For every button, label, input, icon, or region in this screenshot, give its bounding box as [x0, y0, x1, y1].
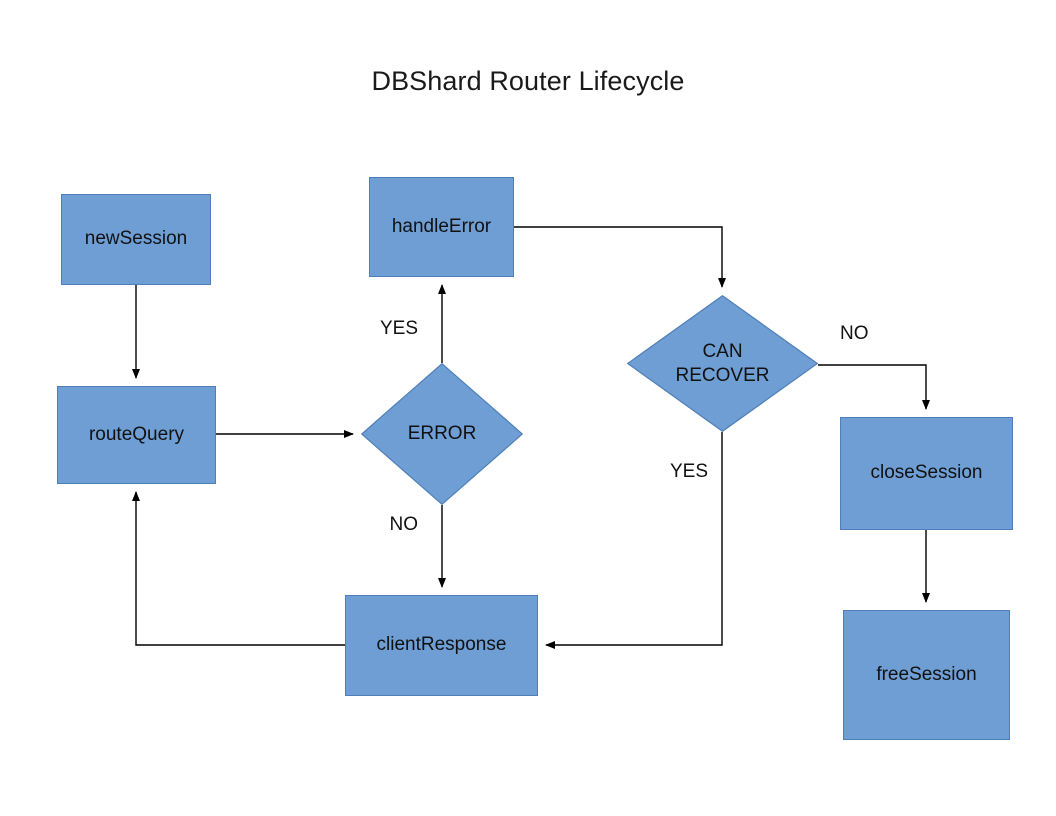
node-closeSession[interactable]: closeSession: [840, 417, 1013, 530]
edge-handleError-to-canRecover: [514, 226, 726, 288]
diamond-shape-error: [361, 363, 523, 505]
diamond-shape-canRecover: [627, 295, 818, 432]
node-handleError[interactable]: handleError: [369, 177, 514, 277]
node-canRecover[interactable]: CAN RECOVER: [627, 295, 818, 432]
node-label-clientResponse: clientResponse: [376, 634, 507, 656]
node-error[interactable]: ERROR: [361, 363, 523, 505]
edge-clientResponse-to-routeQuery: [132, 491, 345, 646]
node-label-closeSession: closeSession: [870, 462, 983, 484]
edge-label-error-no: NO: [389, 514, 419, 535]
node-routeQuery[interactable]: routeQuery: [57, 386, 216, 484]
edge-label-recover-yes: YES: [669, 461, 708, 482]
node-freeSession[interactable]: freeSession: [843, 610, 1010, 740]
node-label-canRecover: CAN RECOVER: [675, 341, 770, 386]
node-label-freeSession: freeSession: [876, 663, 977, 685]
edge-canRecover-to-closeSession: [818, 364, 930, 410]
node-clientResponse[interactable]: clientResponse: [345, 595, 538, 696]
node-newSession[interactable]: newSession: [61, 194, 211, 285]
edge-label-error-yes: YES: [379, 318, 418, 339]
page-title: DBShard Router Lifecycle: [371, 66, 685, 96]
node-label-newSession: newSession: [84, 228, 188, 250]
edge-label-recover-no: NO: [840, 323, 869, 344]
node-label-routeQuery: routeQuery: [88, 423, 185, 445]
node-label-error: ERROR: [407, 423, 477, 445]
node-label-handleError: handleError: [391, 215, 492, 237]
